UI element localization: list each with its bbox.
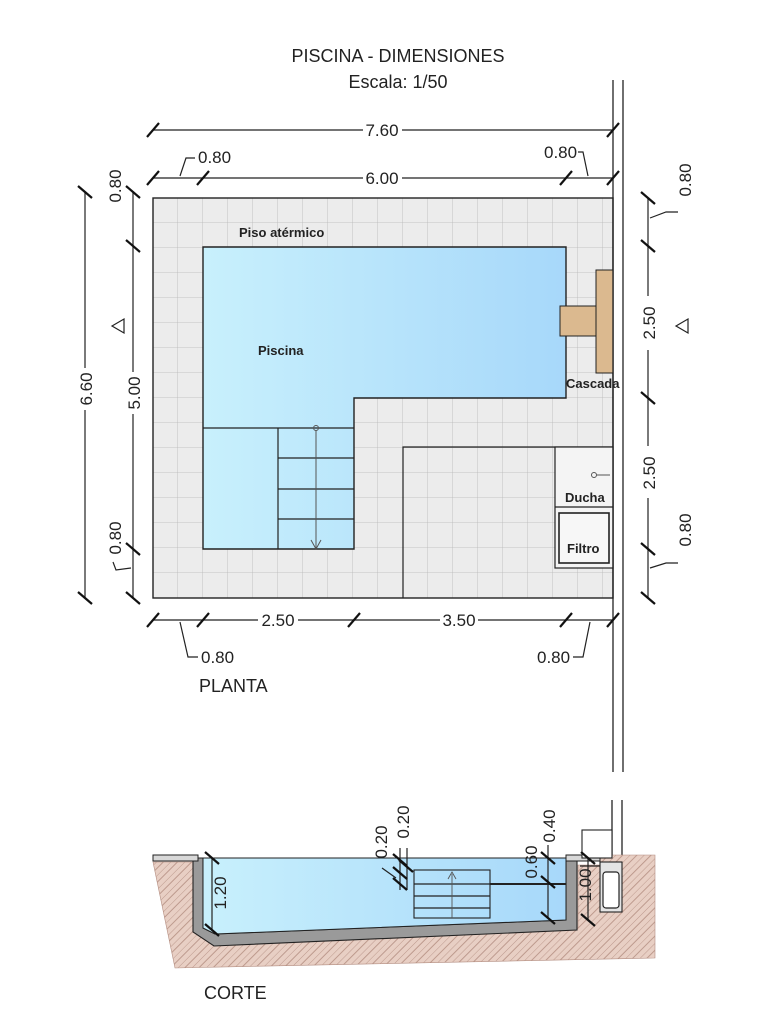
section-view: 1.20 0.20 0.20 0.40 0.60 1.00 CORTE xyxy=(152,800,656,1003)
svg-text:0.20: 0.20 xyxy=(394,805,413,838)
svg-text:7.60: 7.60 xyxy=(365,121,398,140)
dim-total-width: 7.60 xyxy=(146,121,620,140)
svg-text:5.00: 5.00 xyxy=(125,376,144,409)
dim-margin-top-left: 0.80 xyxy=(179,148,231,177)
svg-text:0.20: 0.20 xyxy=(372,825,391,858)
dim-bottom: 2.50 3.50 xyxy=(146,611,620,630)
label-filter: Filtro xyxy=(567,541,600,556)
section-marker-left-icon xyxy=(110,317,125,335)
filter-box xyxy=(558,512,610,564)
svg-text:0.80: 0.80 xyxy=(537,648,570,667)
dim-total-height: 6.60 xyxy=(77,185,96,605)
boundary-wall xyxy=(612,80,624,772)
water-section xyxy=(202,857,567,935)
drawing-title: PISCINA - DIMENSIONES xyxy=(291,46,504,66)
svg-text:3.50: 3.50 xyxy=(442,611,475,630)
filter-tank-icon xyxy=(602,871,620,909)
svg-text:0.80: 0.80 xyxy=(201,648,234,667)
svg-text:0.80: 0.80 xyxy=(198,148,231,167)
section-dims: 1.20 0.20 0.20 0.40 0.60 1.00 xyxy=(204,805,596,937)
dim-inner-width: 6.00 xyxy=(146,169,620,188)
plan-caption: PLANTA xyxy=(199,676,268,696)
svg-text:6.00: 6.00 xyxy=(365,169,398,188)
shower-head-icon xyxy=(591,472,597,478)
leader-right-top xyxy=(649,211,678,219)
label-cascade: Cascada xyxy=(566,376,620,391)
svg-text:0.40: 0.40 xyxy=(540,809,559,842)
filter-room-section xyxy=(580,829,623,913)
dim-margin-left-bottom: 0.80 xyxy=(106,521,125,554)
svg-text:6.60: 6.60 xyxy=(77,372,96,405)
dim-right-top: 0.80 xyxy=(676,163,695,196)
plan-view: Piso atérmico Piscina Cascada Ducha Filt… xyxy=(77,80,695,772)
dim-right-chain: 2.50 2.50 xyxy=(640,191,659,605)
drawing-scale: Escala: 1/50 xyxy=(348,72,447,92)
coping-left xyxy=(152,854,199,862)
dim-right-bottom: 0.80 xyxy=(676,513,695,546)
dim-margin-left-top: 0.80 xyxy=(106,169,125,202)
label-shower: Ducha xyxy=(565,490,606,505)
svg-text:2.50: 2.50 xyxy=(640,456,659,489)
section-caption: CORTE xyxy=(204,983,267,1003)
label-floor: Piso atérmico xyxy=(239,225,324,240)
svg-text:2.50: 2.50 xyxy=(640,306,659,339)
svg-text:1.20: 1.20 xyxy=(211,876,230,909)
dim-inner-height: 5.00 xyxy=(125,185,144,605)
section-steps xyxy=(413,869,566,919)
leader-left-bottom xyxy=(112,561,132,571)
leader-right-bottom xyxy=(649,562,678,569)
dim-margin-bottom-right: 0.80 xyxy=(537,621,591,667)
svg-text:1.00: 1.00 xyxy=(576,868,595,901)
section-marker-right-icon xyxy=(674,317,689,335)
cascade xyxy=(559,269,614,374)
pool-steps xyxy=(203,425,354,551)
label-pool: Piscina xyxy=(258,343,304,358)
service-area xyxy=(402,446,614,598)
svg-text:0.60: 0.60 xyxy=(522,845,541,878)
svg-text:0.80: 0.80 xyxy=(544,143,577,162)
svg-text:2.50: 2.50 xyxy=(261,611,294,630)
dim-margin-top-right: 0.80 xyxy=(544,143,589,177)
dim-margin-bottom-left: 0.80 xyxy=(179,621,234,667)
pool-outline xyxy=(202,246,567,550)
